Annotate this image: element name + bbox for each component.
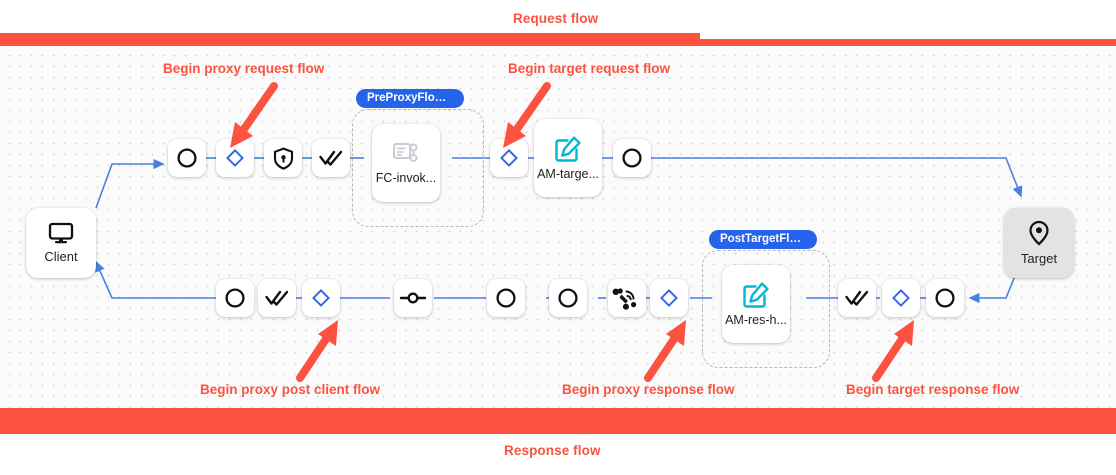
- annotation-arrow-proxy-request: [230, 82, 278, 148]
- request-flow-label: Request flow: [513, 11, 599, 26]
- circle-icon: [557, 287, 579, 309]
- response-flow-bar-lower: [0, 422, 1116, 434]
- response-step-diamond-3[interactable]: [882, 279, 920, 317]
- shield-lock-icon: [273, 146, 294, 170]
- signal-hand-icon: [612, 286, 639, 310]
- circle-icon: [176, 147, 198, 169]
- response-step-circle-2[interactable]: [487, 279, 525, 317]
- annotation-begin-proxy-request-flow: Begin proxy request flow: [163, 61, 325, 76]
- annotation-begin-target-response-flow: Begin target response flow: [846, 382, 1020, 397]
- flow-callout-icon: [392, 141, 420, 167]
- diamond-icon: [225, 148, 245, 168]
- annotation-begin-proxy-post-client-flow: Begin proxy post client flow: [200, 382, 381, 397]
- response-flow-label: Response flow: [504, 443, 601, 458]
- location-pin-icon: [1028, 220, 1050, 246]
- circle-icon: [621, 147, 643, 169]
- diamond-icon: [311, 288, 331, 308]
- circle-icon: [934, 287, 956, 309]
- diamond-icon: [659, 288, 679, 308]
- response-step-circle-dot[interactable]: [394, 279, 432, 317]
- response-step-circle-4[interactable]: [926, 279, 964, 317]
- flow-chip-post-target[interactable]: PostTargetFlow...: [709, 230, 817, 249]
- double-check-icon: [265, 289, 289, 307]
- diagram-canvas[interactable]: Client Target: [0, 46, 1116, 408]
- target-node[interactable]: Target: [1004, 208, 1074, 278]
- policy-am-target[interactable]: AM-targe...: [534, 119, 609, 204]
- target-node-label: Target: [1020, 251, 1058, 266]
- policy-am-res-h[interactable]: AM-res-h...: [722, 265, 797, 350]
- response-step-doublecheck-2[interactable]: [838, 279, 876, 317]
- diamond-icon: [891, 288, 911, 308]
- double-check-icon: [319, 149, 343, 167]
- response-step-circle-3[interactable]: [549, 279, 587, 317]
- request-step-circle-1[interactable]: [168, 139, 206, 177]
- flow-group-pre-proxy[interactable]: [352, 109, 484, 227]
- circle-icon: [495, 287, 517, 309]
- flow-group-post-target[interactable]: [702, 250, 830, 368]
- policy-am-res-h-label: AM-res-h...: [725, 313, 787, 327]
- client-node-label: Client: [44, 249, 78, 264]
- response-step-circle-1[interactable]: [216, 279, 254, 317]
- policy-fc-invoke-label: FC-invok...: [375, 171, 437, 185]
- request-flow-bar: [0, 33, 700, 46]
- request-step-circle-2[interactable]: [613, 139, 651, 177]
- circle-dot-line-icon: [399, 291, 427, 305]
- response-step-diamond-1[interactable]: [302, 279, 340, 317]
- annotation-arrow-target-request: [503, 82, 551, 148]
- annotation-arrow-proxy-response: [644, 320, 686, 382]
- request-step-doublecheck-1[interactable]: [312, 139, 350, 177]
- request-step-diamond-2[interactable]: [490, 139, 528, 177]
- assign-message-icon: [554, 135, 582, 163]
- response-flow-bar: [0, 408, 1116, 422]
- request-step-security[interactable]: [264, 139, 302, 177]
- monitor-icon: [48, 222, 74, 244]
- double-check-icon: [845, 289, 869, 307]
- annotation-arrow-target-response: [872, 320, 914, 382]
- policy-am-target-label: AM-targe...: [537, 167, 599, 181]
- annotation-begin-proxy-response-flow: Begin proxy response flow: [562, 382, 735, 397]
- flow-chip-pre-proxy[interactable]: PreProxyFlowH...: [356, 89, 464, 108]
- policy-fc-invoke[interactable]: FC-invok...: [372, 124, 447, 209]
- annotation-arrow-post-client: [296, 320, 338, 382]
- annotation-begin-target-request-flow: Begin target request flow: [508, 61, 671, 76]
- response-step-doublecheck-1[interactable]: [258, 279, 296, 317]
- client-node[interactable]: Client: [26, 208, 96, 278]
- response-step-signal[interactable]: [608, 279, 646, 317]
- response-step-diamond-2[interactable]: [650, 279, 688, 317]
- circle-icon: [224, 287, 246, 309]
- diamond-icon: [499, 148, 519, 168]
- assign-message-icon: [742, 281, 770, 309]
